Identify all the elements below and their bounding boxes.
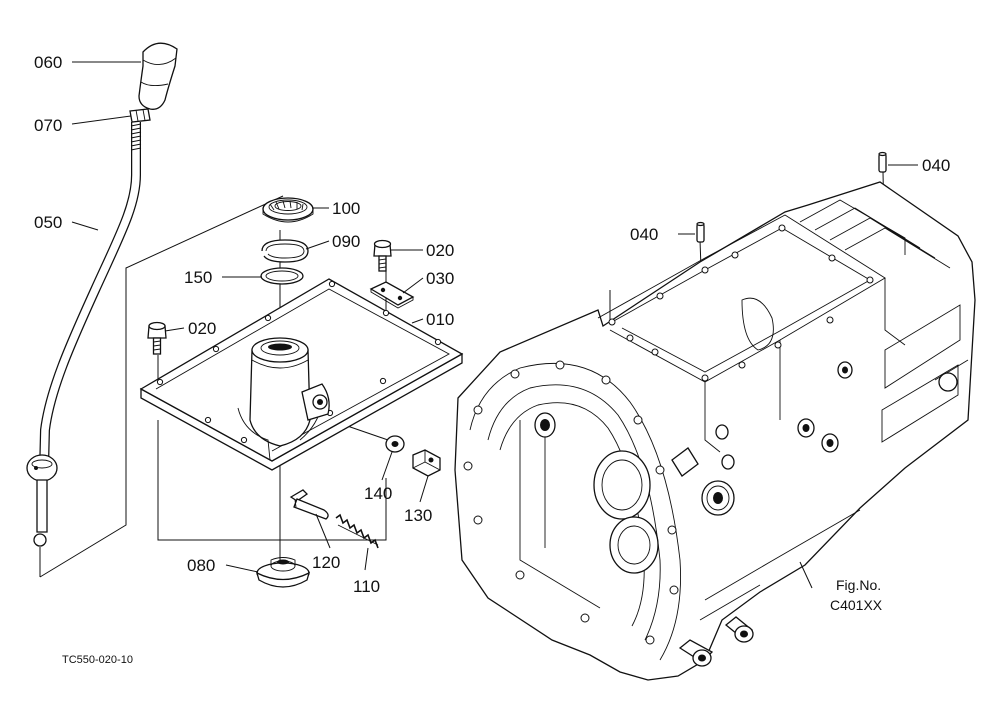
callout-110: 110 <box>353 577 380 596</box>
rubber-boot <box>255 557 311 588</box>
lever-ball <box>26 454 58 482</box>
transmission-case <box>454 181 976 681</box>
callout-020-top: 020 <box>426 241 454 260</box>
top-flange-bolt-holes <box>608 224 874 382</box>
callout-050: 050 <box>34 213 62 232</box>
detent-pin <box>289 489 329 520</box>
lock-plate <box>369 281 415 309</box>
lock-nut <box>129 108 151 123</box>
callout-040-right: 040 <box>922 156 950 175</box>
shift-turret <box>237 337 330 461</box>
callout-120: 120 <box>312 553 340 572</box>
callout-010: 010 <box>426 310 454 329</box>
circlip <box>261 239 309 263</box>
callout-140: 140 <box>364 484 392 503</box>
detent-spring <box>335 513 379 549</box>
callout-070: 070 <box>34 116 62 135</box>
figure-info: Fig.No. C401XX TC550-020-10 <box>62 577 883 666</box>
callout-040-middle: 040 <box>630 225 658 244</box>
callout-020-left: 020 <box>188 319 216 338</box>
shift-cover-plate <box>139 278 464 471</box>
bell-housing-bolt-holes <box>463 360 679 645</box>
rod-thread <box>130 123 142 151</box>
lower-bosses <box>678 616 754 667</box>
fig-no-label: Fig.No. <box>836 577 881 593</box>
bolt-top <box>373 239 392 272</box>
washer <box>385 435 405 453</box>
shift-lever-assembly <box>26 42 178 547</box>
bearing-bore <box>593 450 659 574</box>
plug-bolt <box>412 449 441 477</box>
callout-130: 130 <box>404 506 432 525</box>
callout-090: 090 <box>332 232 360 251</box>
leader-lines <box>71 61 918 589</box>
callout-060: 060 <box>34 53 62 72</box>
callout-080: 080 <box>187 556 215 575</box>
callout-150: 150 <box>184 268 212 287</box>
case-side-bosses <box>715 361 853 470</box>
callout-labels: 060 070 050 100 090 020 150 030 020 010 … <box>34 53 950 596</box>
knock-pin-right <box>878 151 887 173</box>
lever-lower-shaft <box>33 479 48 547</box>
fig-no-value: C401XX <box>830 597 883 613</box>
knock-pin-middle <box>696 221 705 243</box>
callout-030: 030 <box>426 269 454 288</box>
drawing-code: TC550-020-10 <box>62 654 133 666</box>
shift-knob <box>138 42 178 110</box>
oil-seal <box>262 197 314 223</box>
oil-port-boss <box>701 480 735 516</box>
callout-100: 100 <box>332 199 360 218</box>
shift-lever-rod <box>40 122 140 471</box>
bolt-left <box>147 321 167 355</box>
o-ring <box>260 267 304 285</box>
